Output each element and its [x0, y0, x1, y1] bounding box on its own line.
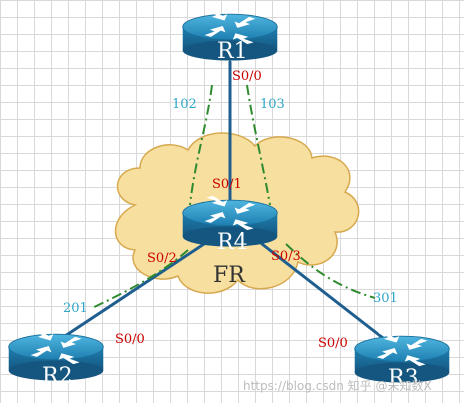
- pvc-201: [91, 249, 189, 309]
- router-r2-name: R2: [42, 364, 73, 389]
- pvc-links: [91, 84, 376, 309]
- interface-label-r4-s0-2: S0/2: [147, 251, 177, 266]
- dlci-label-301: 301: [373, 291, 398, 306]
- interface-labels: S0/0 S0/1 S0/2 S0/3 S0/0 S0/0: [115, 69, 348, 351]
- dlci-labels: 102 103 201 301: [63, 97, 398, 316]
- router-r1-name: R1: [217, 39, 248, 64]
- interface-label-r3-s0-0: S0/0: [318, 336, 348, 351]
- dlci-label-103: 103: [260, 97, 285, 112]
- pvc-103: [246, 84, 271, 206]
- watermark-text: https://blog.csdn 知乎 @未知数X: [243, 378, 432, 393]
- link-r4-r2: [60, 238, 212, 340]
- router-r2: R2: [8, 330, 104, 389]
- router-r1: R1: [182, 10, 278, 64]
- physical-links: [60, 60, 394, 347]
- interface-label-r4-s0-1: S0/1: [212, 177, 242, 192]
- pvc-102: [189, 84, 213, 206]
- dlci-label-201: 201: [63, 301, 88, 316]
- router-r3-name: R3: [388, 366, 419, 391]
- interface-label-r2-s0-0: S0/0: [115, 332, 145, 347]
- interface-label-r1-s0-0: S0/0: [232, 69, 262, 84]
- cloud-label: FR: [213, 263, 246, 288]
- router-r4: R4: [182, 196, 278, 255]
- link-r4-r3: [260, 242, 394, 347]
- router-r3: R3: [354, 332, 450, 391]
- router-r4-name: R4: [217, 230, 248, 255]
- dlci-label-102: 102: [172, 97, 197, 112]
- pvc-301: [285, 243, 376, 299]
- interface-label-r4-s0-3: S0/3: [271, 249, 301, 264]
